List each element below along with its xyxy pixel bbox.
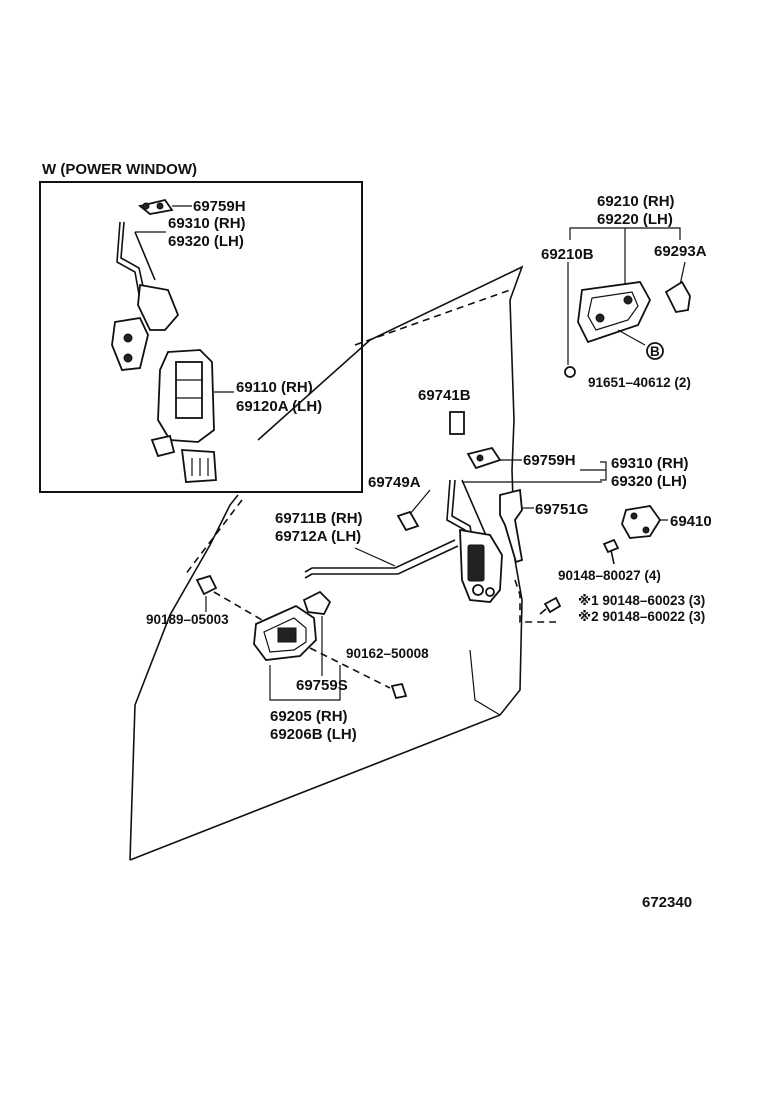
- label-link-lh: 69712A (LH): [275, 528, 361, 545]
- label-inset-rod-lh: 69320 (LH): [168, 233, 244, 250]
- clip-69741b: 69741B: [418, 387, 471, 435]
- inset-connector: [150, 434, 217, 483]
- label-clip-69749a: 69749A: [368, 474, 421, 491]
- label-clip-69741b: 69741B: [418, 387, 471, 404]
- label-rod-lh: 69320 (LH): [611, 473, 687, 490]
- label-outer-handle-rh: 69210 (RH): [597, 193, 675, 210]
- label-clip-69759h: 69759H: [523, 452, 576, 469]
- label-screw-80027: 90148–80027 (4): [558, 568, 661, 583]
- label-inset-rod-rh: 69310 (RH): [168, 215, 246, 232]
- handle-pad: [564, 366, 576, 378]
- label-protector: 69751G: [535, 501, 588, 518]
- inset-frame: [39, 181, 363, 493]
- label-handle-pad: 69210B: [541, 246, 594, 263]
- striker: [621, 505, 662, 539]
- inset-lock-motor: [157, 349, 234, 443]
- label-inside-handle-rh: 69205 (RH): [270, 708, 348, 725]
- inside-handle-group: 90189–05003 90162–50008 69759S 69205 (RH…: [146, 574, 429, 743]
- screw-90162-50008: [390, 682, 408, 700]
- clip-69759h: [466, 446, 502, 470]
- handle-clip-69293a: [664, 280, 691, 313]
- figure-number: 672340: [642, 894, 692, 911]
- label-screw-60023: ※1 90148–60023 (3): [578, 593, 705, 608]
- main-lock-assembly: 69759H 69310 (RH) 69320 (LH) 69749A 6975…: [275, 446, 689, 603]
- label-clip-05003: 90189–05003: [146, 612, 229, 627]
- label-screw-50008: 90162–50008: [346, 646, 429, 661]
- outside-handle-group: B 69210 (RH) 69220 (LH) 69210B 69293A 91…: [541, 193, 707, 390]
- label-inset-lock-rh: 69110 (RH): [236, 379, 313, 396]
- label-bolt-marker: B: [650, 344, 660, 359]
- striker-group: 69410 90148–80027 (4): [558, 505, 712, 583]
- power-window-inset: W (POWER WINDOW): [39, 161, 363, 493]
- label-outer-handle-lh: 69220 (LH): [597, 211, 673, 228]
- door-outline: [129, 265, 524, 861]
- label-striker: 69410: [670, 513, 712, 530]
- clip-69749a: [396, 510, 420, 532]
- label-handle-clip: 69293A: [654, 243, 707, 260]
- label-link-rh: 69711B (RH): [275, 510, 363, 527]
- inset-bracket: [111, 283, 180, 371]
- label-screw-60022: ※2 90148–60022 (3): [578, 609, 705, 624]
- inset-rods: [116, 221, 166, 301]
- protector-69751g: [499, 488, 524, 564]
- label-inside-handle-lh: 69206B (LH): [270, 726, 357, 743]
- inset-title: W (POWER WINDOW): [42, 161, 197, 178]
- label-clip-69759s: 69759S: [296, 677, 348, 694]
- label-inset-clip: 69759H: [193, 198, 246, 215]
- clip-69759s: [302, 590, 332, 615]
- bolt-b-marker: [646, 342, 664, 360]
- clip-90189-05003: [195, 574, 218, 596]
- label-bolt-916: 91651–40612 (2): [588, 375, 691, 390]
- inset-clip-69759h: [138, 198, 192, 215]
- screws-60023-60022: ※1 90148–60023 (3) ※2 90148–60022 (3): [514, 579, 705, 624]
- label-rod-rh: 69310 (RH): [611, 455, 689, 472]
- label-inset-lock-lh: 69120A (LH): [236, 398, 322, 415]
